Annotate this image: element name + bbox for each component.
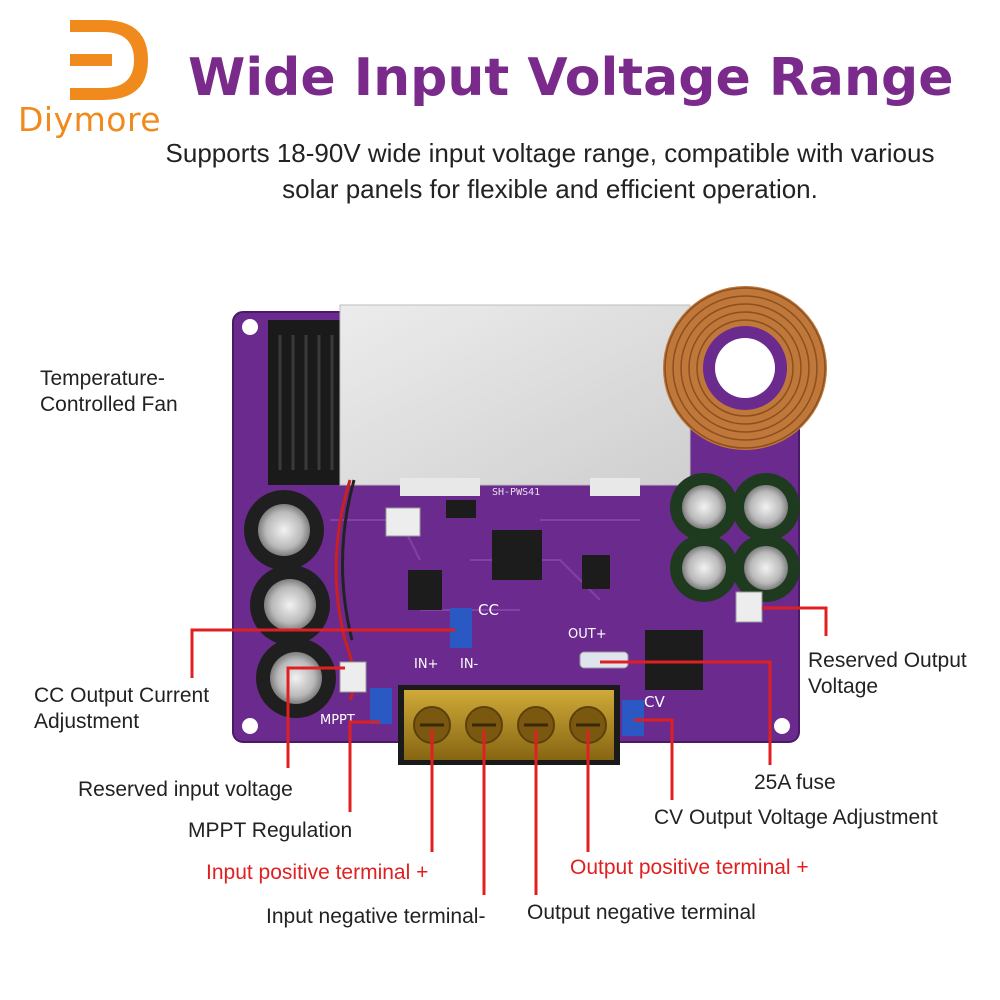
model-marking: SH-PWS41: [492, 487, 540, 498]
callout-fan: Temperature- Controlled Fan: [40, 366, 178, 418]
callout-mppt: MPPT Regulation: [188, 819, 353, 842]
subtitle-line-2: solar panels for flexible and efficient …: [282, 174, 818, 204]
cc-marking: CC: [478, 601, 499, 619]
in-minus-marking: IN-: [460, 657, 479, 672]
callout-input-negative: Input negative terminal-: [266, 905, 486, 928]
callout-reserved-output: Reserved Output Voltage: [808, 648, 967, 700]
callout-fan-line-2: Controlled Fan: [40, 393, 178, 416]
fuse: [579, 651, 629, 669]
callout-cc: CC Output Current Adjustment: [34, 683, 209, 735]
callout-fuse: 25A fuse: [754, 771, 836, 794]
logo-d-mark: [70, 20, 148, 100]
subtitle-line-1: Supports 18-90V wide input voltage range…: [165, 138, 935, 168]
terminal-block: [398, 685, 620, 765]
page-title: Wide Input Voltage Range: [188, 48, 954, 108]
in-plus-marking: IN+: [414, 657, 438, 672]
mppt-marking: MPPT: [320, 713, 355, 728]
heatsink: [339, 304, 691, 486]
callout-input-positive: Input positive terminal +: [206, 861, 429, 884]
mppt-potentiometer: [370, 688, 392, 724]
out-plus-marking: OUT+: [568, 627, 607, 642]
input-capacitors: [244, 490, 336, 718]
brand-logo: Diymore: [8, 8, 198, 143]
callout-fan-line-1: Temperature-: [40, 367, 165, 390]
toroid-inductor: [663, 286, 827, 450]
cv-potentiometer: [622, 700, 644, 736]
cv-marking: CV: [644, 693, 665, 711]
callout-output-positive: Output positive terminal +: [570, 856, 809, 879]
callout-output-negative: Output negative terminal: [527, 901, 756, 924]
callout-reserved-input: Reserved input voltage: [78, 778, 293, 801]
callout-cc-line-2: Adjustment: [34, 710, 140, 733]
callout-lines: [190, 606, 828, 895]
output-capacitors: [670, 473, 800, 602]
cc-potentiometer: [450, 608, 472, 648]
brand-name: Diymore: [18, 100, 162, 139]
callout-reserved-output-line-1: Reserved Output: [808, 649, 967, 672]
callout-cv: CV Output Voltage Adjustment: [654, 806, 938, 829]
callout-reserved-output-line-2: Voltage: [808, 675, 879, 698]
callout-cc-line-1: CC Output Current: [34, 684, 210, 707]
fan: [268, 320, 346, 485]
page-subtitle: Supports 18-90V wide input voltage range…: [110, 135, 990, 207]
